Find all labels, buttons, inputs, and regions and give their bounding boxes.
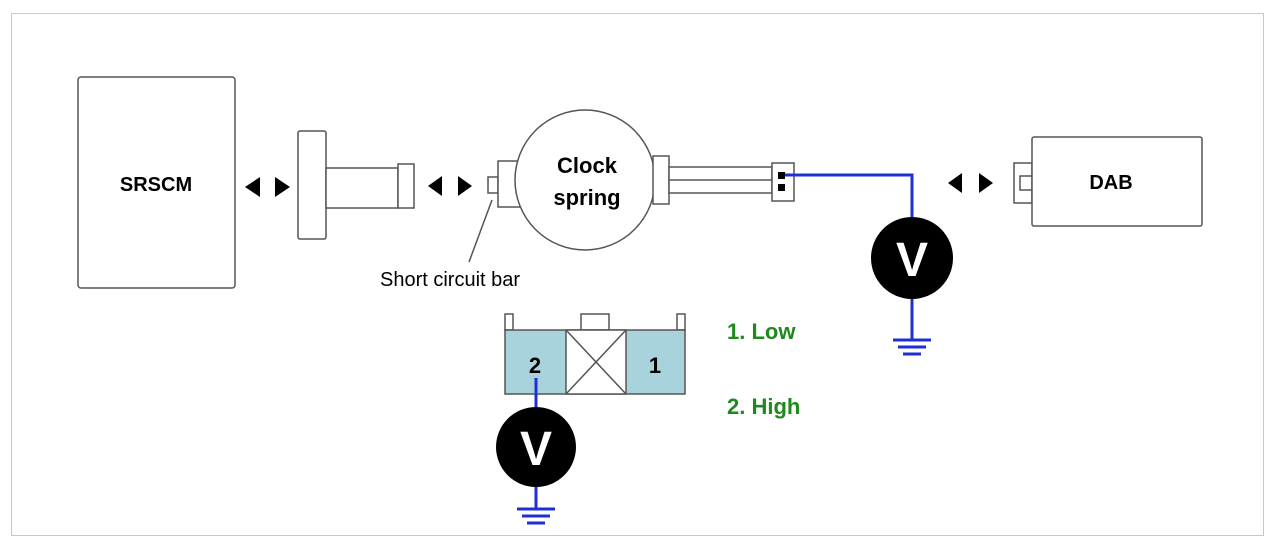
connect-arrows-1 [245, 177, 290, 197]
connect-arrows-2 [428, 176, 472, 196]
dab-label: DAB [1089, 172, 1132, 194]
srscm-label: SRSCM [120, 174, 192, 196]
voltmeter-symbol-lower: V [520, 423, 552, 476]
short-circuit-label: Short circuit bar [380, 269, 520, 291]
srscm-module: SRSCM [77, 76, 236, 289]
clock-spring-label-line1: Clock [557, 153, 618, 178]
connector-pin-2-label: 2 [529, 353, 541, 378]
clock-spring: Clock spring [514, 109, 656, 251]
connector-pin-1-label: 1 [649, 353, 661, 378]
voltmeter-pin2: V [496, 407, 576, 487]
voltmeter-symbol: V [896, 234, 928, 287]
short-circuit-leader-line [468, 199, 493, 263]
probe-wire-dab-side [785, 173, 914, 218]
srscm-harness-connector [297, 130, 415, 240]
connect-arrows-3 [948, 173, 993, 193]
legend-low: 1. Low [727, 319, 796, 344]
ground-symbol-lower [517, 487, 555, 525]
legend-high: 2. High [727, 394, 800, 419]
clock-spring-label-line2: spring [553, 185, 620, 210]
short-circuit-bar [487, 160, 521, 208]
dab-module: DAB [1013, 136, 1203, 227]
ground-symbol [893, 299, 931, 356]
clock-spring-connector-pins [778, 172, 785, 191]
voltmeter-dab-side: V [871, 217, 953, 299]
clock-spring-cable [652, 155, 795, 205]
